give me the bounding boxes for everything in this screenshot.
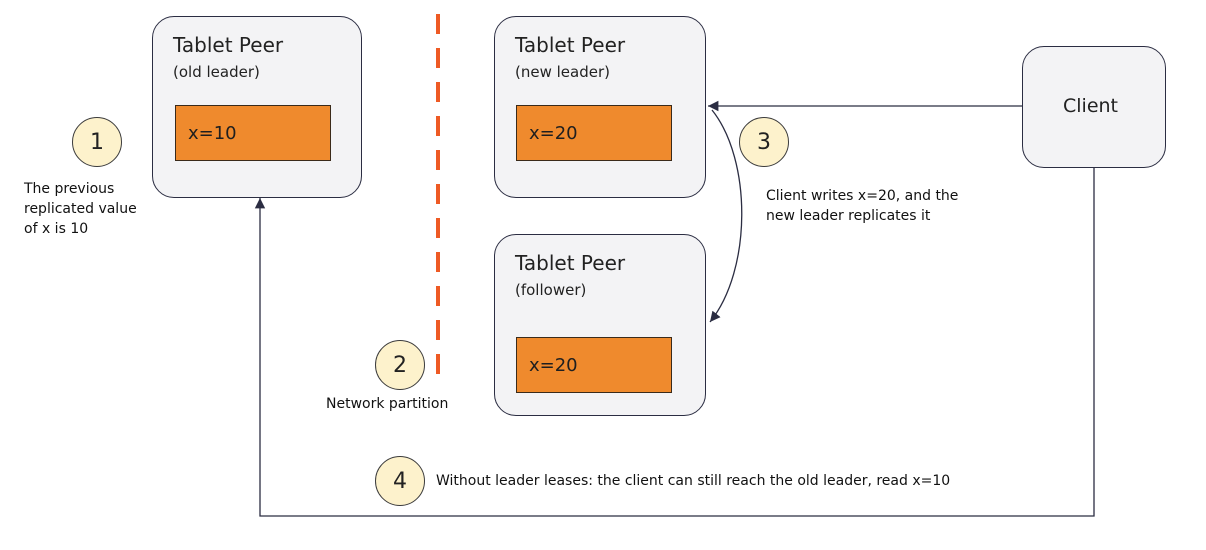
peer-value-box: x=20 bbox=[516, 337, 672, 393]
tablet-peer-new-leader: Tablet Peer (new leader) x=20 bbox=[494, 16, 706, 198]
stale-read-path bbox=[254, 168, 1095, 517]
tablet-peer-old-leader: Tablet Peer (old leader) x=10 bbox=[152, 16, 362, 198]
replication-arrow bbox=[709, 109, 743, 323]
peer-role: (old leader) bbox=[173, 63, 260, 81]
peer-role: (follower) bbox=[515, 281, 587, 299]
step-4-badge: 4 bbox=[375, 456, 425, 506]
client-label: Client bbox=[1063, 95, 1119, 117]
peer-value-box: x=10 bbox=[175, 105, 331, 161]
step-4-note-line: Without leader leases: the client can st… bbox=[436, 473, 951, 489]
step-2-note: Network partition bbox=[326, 394, 448, 414]
step-1-note: The previous replicated value of x is 10 bbox=[24, 179, 137, 239]
step-2-badge: 2 bbox=[375, 340, 425, 390]
step-3-note-line: Client writes x=20, and the bbox=[766, 188, 959, 204]
peer-title: Tablet Peer bbox=[173, 33, 284, 57]
peer-title: Tablet Peer bbox=[515, 251, 626, 275]
step-1-note-line: of x is 10 bbox=[24, 221, 89, 237]
step-1-note-line: The previous bbox=[24, 181, 115, 197]
step-3-note-line: new leader replicates it bbox=[766, 208, 931, 224]
step-3-note: Client writes x=20, and the new leader r… bbox=[766, 186, 958, 226]
step-1-badge: 1 bbox=[72, 117, 122, 167]
step-2-note-line: Network partition bbox=[326, 396, 449, 412]
peer-value-box: x=20 bbox=[516, 105, 672, 161]
tablet-peer-follower: Tablet Peer (follower) x=20 bbox=[494, 234, 706, 416]
peer-role: (new leader) bbox=[515, 63, 610, 81]
step-1-note-line: replicated value bbox=[24, 201, 137, 217]
step-3-badge: 3 bbox=[739, 117, 789, 167]
step-4-note: Without leader leases: the client can st… bbox=[436, 471, 950, 491]
client-box: Client bbox=[1022, 46, 1166, 168]
peer-title: Tablet Peer bbox=[515, 33, 626, 57]
